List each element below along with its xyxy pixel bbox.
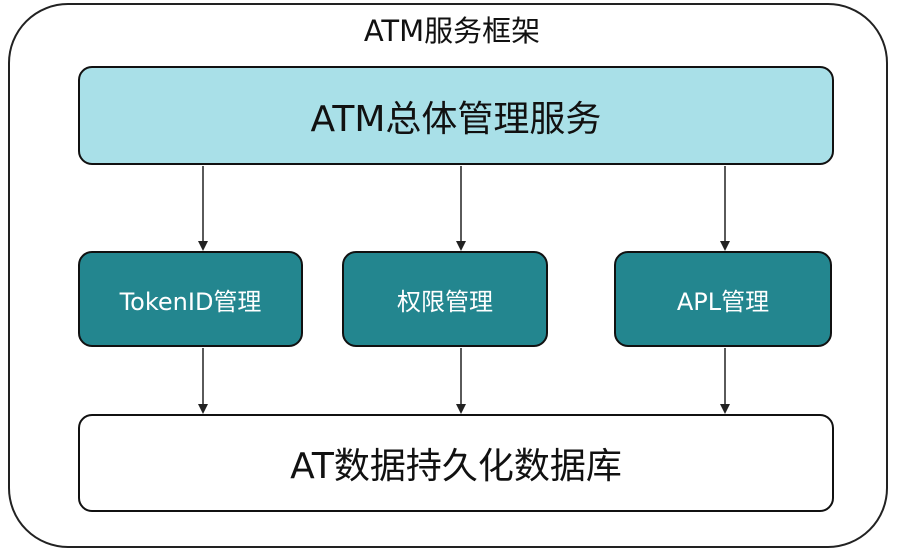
frame-title: ATM服务框架 [363, 14, 541, 48]
top-service-label: ATM总体管理服务 [310, 98, 602, 140]
permission-management-label: 权限管理 [397, 287, 493, 316]
atm-overall-management-service-box: ATM总体管理服务 [78, 66, 834, 165]
permission-management-box: 权限管理 [342, 251, 548, 347]
apl-management-label: APL管理 [676, 287, 770, 316]
tokenid-management-box: TokenID管理 [78, 251, 303, 347]
at-persistence-database-box: AT数据持久化数据库 [78, 414, 834, 512]
atm-framework-container [8, 3, 888, 548]
tokenid-management-label: TokenID管理 [119, 287, 262, 316]
apl-management-box: APL管理 [614, 251, 832, 347]
database-label: AT数据持久化数据库 [290, 446, 622, 487]
